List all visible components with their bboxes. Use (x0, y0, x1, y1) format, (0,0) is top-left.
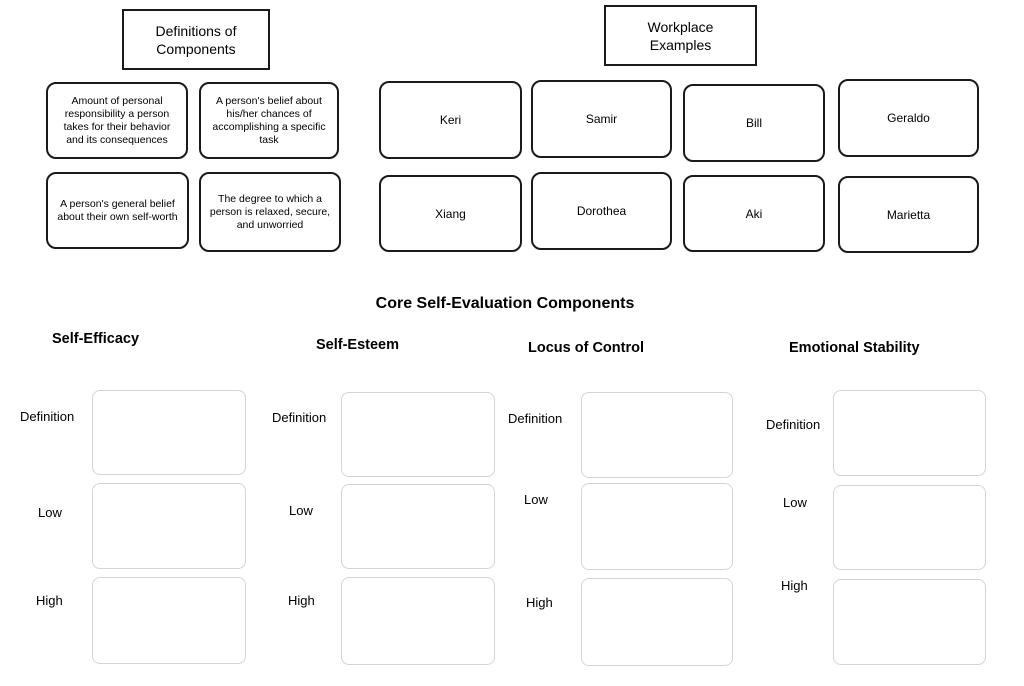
dropzone-locus-of-control-definition[interactable] (581, 392, 733, 478)
column-header-self-esteem: Self-Esteem (316, 337, 400, 353)
dropzone-self-esteem-definition[interactable] (341, 392, 495, 477)
row-label-self-esteem-low: Low (289, 503, 313, 518)
dropzone-self-esteem-high[interactable] (341, 577, 495, 665)
example-card-marietta[interactable]: Marietta (838, 176, 979, 253)
row-label-emotional-stability-low: Low (783, 495, 807, 510)
example-card-samir[interactable]: Samir (531, 80, 672, 158)
definition-card-personal-responsibility[interactable]: Amount of personal responsibility a pers… (46, 82, 188, 159)
dropzone-self-efficacy-low[interactable] (92, 483, 246, 569)
dropzone-self-efficacy-definition[interactable] (92, 390, 246, 475)
row-label-self-efficacy-low: Low (38, 505, 62, 520)
examples-header-box: Workplace Examples (604, 5, 757, 66)
row-label-locus-of-control-low: Low (524, 492, 548, 507)
section-title: Core Self-Evaluation Components (375, 295, 635, 312)
definitions-header-box: Definitions of Components (122, 9, 270, 70)
definition-card-self-worth[interactable]: A person's general belief about their ow… (46, 172, 189, 249)
example-card-bill[interactable]: Bill (683, 84, 825, 162)
row-label-self-efficacy-definition: Definition (20, 409, 75, 424)
example-card-aki[interactable]: Aki (683, 175, 825, 252)
row-label-locus-of-control-definition: Definition (508, 411, 563, 426)
column-header-self-efficacy: Self-Efficacy (52, 331, 140, 347)
row-label-self-esteem-definition: Definition (272, 410, 327, 425)
row-label-emotional-stability-high: High (781, 578, 808, 593)
row-label-self-efficacy-high: High (36, 593, 63, 608)
dropzone-emotional-stability-high[interactable] (833, 579, 986, 665)
column-header-locus-of-control: Locus of Control (528, 340, 644, 356)
dropzone-self-efficacy-high[interactable] (92, 577, 246, 664)
example-card-keri[interactable]: Keri (379, 81, 522, 159)
row-label-self-esteem-high: High (288, 593, 315, 608)
dropzone-self-esteem-low[interactable] (341, 484, 495, 569)
example-card-dorothea[interactable]: Dorothea (531, 172, 672, 250)
definition-card-relaxed-secure[interactable]: The degree to which a person is relaxed,… (199, 172, 341, 252)
row-label-locus-of-control-high: High (526, 595, 553, 610)
dropzone-locus-of-control-low[interactable] (581, 483, 733, 570)
row-label-emotional-stability-definition: Definition (766, 417, 821, 432)
column-header-emotional-stability: Emotional Stability (789, 340, 920, 356)
dropzone-emotional-stability-definition[interactable] (833, 390, 986, 476)
dropzone-emotional-stability-low[interactable] (833, 485, 986, 570)
example-card-xiang[interactable]: Xiang (379, 175, 522, 252)
definition-card-belief-accomplishing-task[interactable]: A person's belief about his/her chances … (199, 82, 339, 159)
example-card-geraldo[interactable]: Geraldo (838, 79, 979, 157)
dropzone-locus-of-control-high[interactable] (581, 578, 733, 666)
